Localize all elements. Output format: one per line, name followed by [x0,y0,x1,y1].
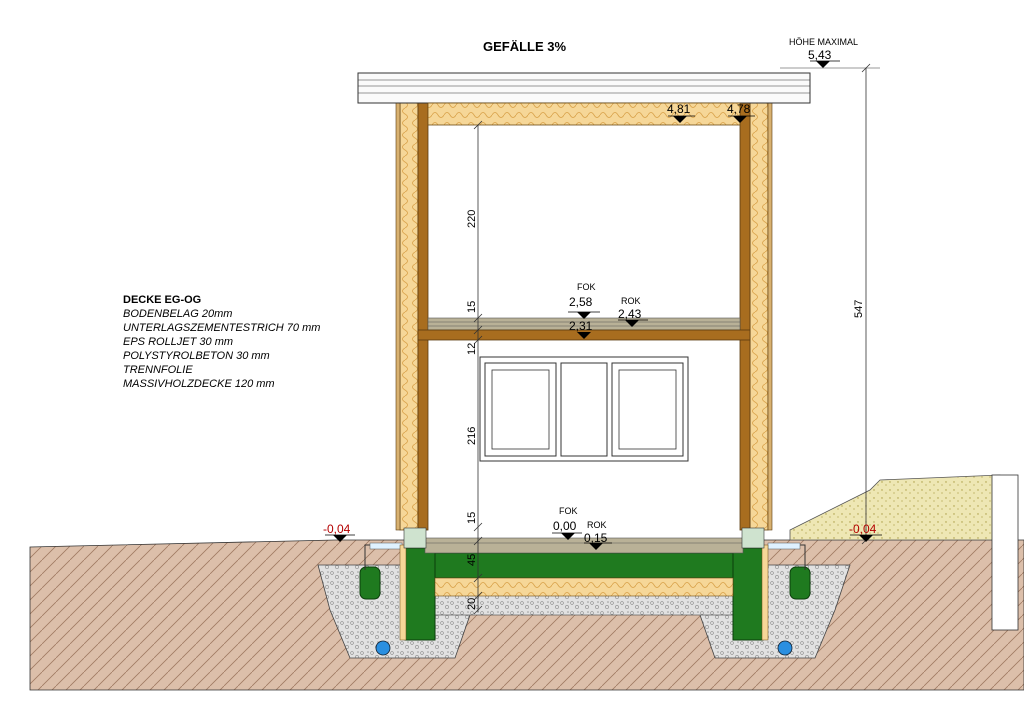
ground-fok-label: FOK [559,506,578,516]
foundation-wall-right [732,547,764,641]
legend-layer: UNTERLAGSZEMENTESTRICH 70 mm [123,322,321,334]
dim-ceiling: 12 [466,343,478,355]
dim-ground-room: 216 [466,427,478,445]
legend-layer: BODENBELAG 20mm [123,308,233,320]
wall-insulation-right [749,99,769,531]
max-height-value: 5,43 [808,48,832,62]
wall-insulation-left [399,99,419,531]
roof-insulation [427,102,741,126]
retaining-wall [991,474,1019,631]
legend-layer: POLYSTYROLBETON 30 mm [123,350,270,362]
level-marker-ground-rok [589,543,603,550]
wall-cladding-left [395,99,401,531]
ground-rok-value: 0,15 [584,531,608,545]
level-marker-max [816,61,830,68]
level-marker-upper-under [577,332,591,339]
upper-under-value: 2,31 [569,319,593,333]
terrain-level-left: -0,04 [323,522,351,536]
level-marker-upper-rok [625,320,639,327]
dim-upper-room: 220 [466,210,478,228]
max-height-label: HÖHE MAXIMAL [789,37,858,47]
wall-plinth-right [741,527,765,549]
level-marker-upper-fok [577,312,591,319]
drain-pipe-right [777,640,793,656]
slope-title: GEFÄLLE 3% [483,39,567,54]
layer-legend: DECKE EG-OG BODENBELAG 20mm UNTERLAGSZEM… [123,293,320,391]
level-marker-ground-fok [561,533,575,540]
foundation-insulation-left [399,544,407,641]
embankment [789,474,1001,541]
wall-timber-left [417,99,429,531]
legend-layer: EPS ROLLJET 30 mm [123,336,234,348]
upper-fok-label: FOK [577,282,596,292]
dim-total-height: 547 [853,300,865,318]
slab-insulation [434,577,734,597]
level-marker-roof-1 [673,116,687,123]
socket-left [359,566,381,600]
legend-heading: DECKE EG-OG [123,294,202,306]
legend-layer: MASSIVHOLZDECKE 120 mm [123,378,275,390]
dim-foundation: 45 [466,554,478,566]
ground-fok-value: 0,00 [553,519,577,533]
upper-rok-label: ROK [621,296,641,306]
wall-plinth-left [403,527,427,549]
drain-pipe-left [375,640,391,656]
dim-ground-slab: 15 [466,512,478,524]
foundation-wall-left [404,547,436,641]
upper-rok-value: 2,43 [618,307,642,321]
upper-fok-value: 2,58 [569,295,593,309]
socket-right [789,566,811,600]
level-marker-terrain-right [859,535,873,542]
level-marker-terrain-left [333,535,347,542]
edge-strip-left [369,542,403,550]
legend-layer: TRENNFOLIE [123,364,193,376]
level-marker-roof-2 [733,116,747,123]
ground-rok-label: ROK [587,520,607,530]
roof-layers [357,72,811,104]
window [479,356,689,462]
terrain-level-right: -0,04 [849,522,877,536]
roof-level-2: 4,78 [727,102,751,116]
edge-strip-right [767,542,801,550]
roof-level-1: 4,81 [667,102,691,116]
foundation-slab [434,552,734,579]
wall-cladding-right [767,99,773,531]
wall-timber-right [739,99,751,531]
dim-base: 20 [466,598,478,610]
foundation-insulation-right [761,544,769,641]
dim-upper-slab: 15 [466,301,478,313]
